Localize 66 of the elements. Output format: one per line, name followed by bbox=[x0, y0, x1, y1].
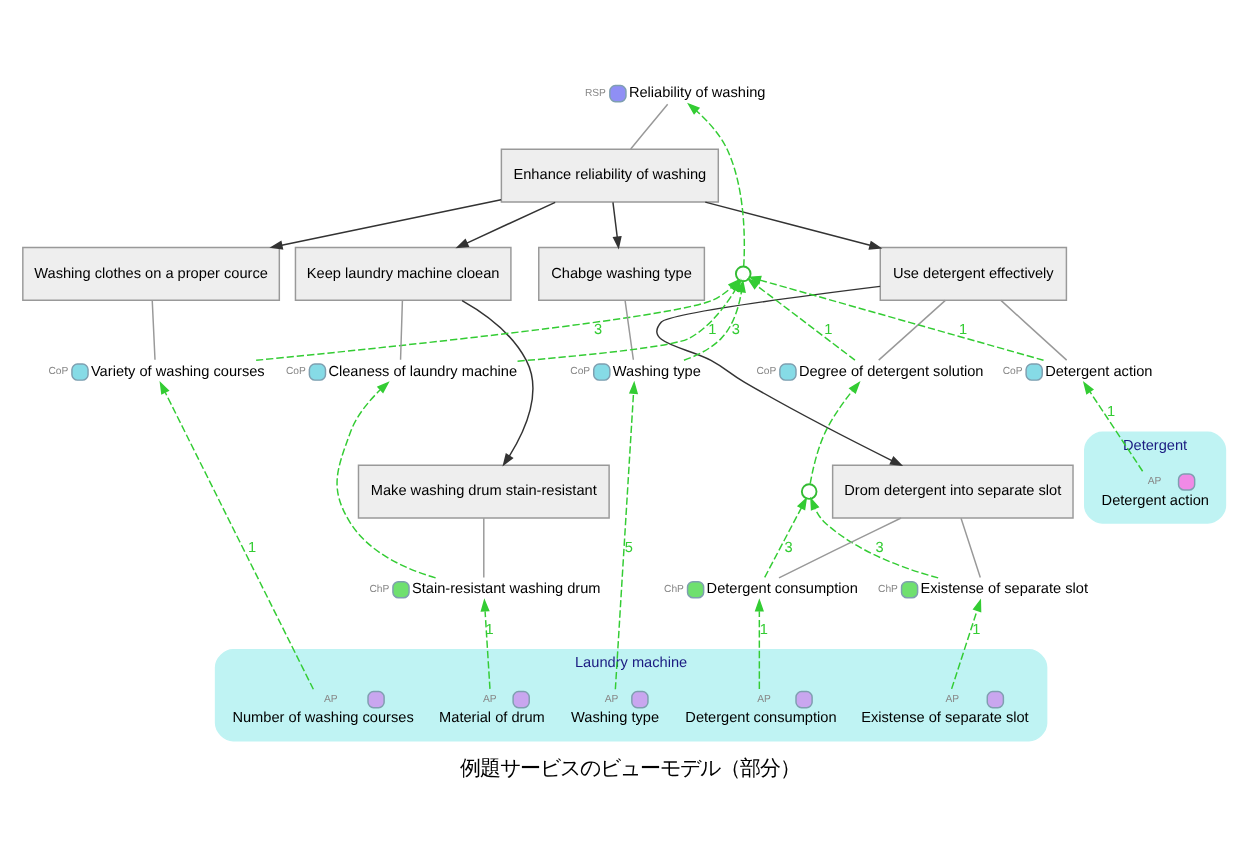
arrow bbox=[754, 597, 764, 689]
edge-label: 3 bbox=[784, 536, 793, 555]
connector bbox=[778, 516, 902, 578]
node-label: Cleaness of laundry machine bbox=[328, 360, 518, 379]
node-label: Stain-resistant washing drum bbox=[411, 578, 601, 597]
node-label: Detergent consumption bbox=[706, 578, 858, 597]
arrow bbox=[1082, 380, 1144, 471]
connector bbox=[399, 298, 404, 360]
connector bbox=[1000, 298, 1068, 360]
node-circle bbox=[800, 482, 818, 499]
node-box: Chabge washing type bbox=[538, 245, 706, 300]
arrow bbox=[614, 379, 639, 689]
arrow bbox=[746, 277, 856, 360]
arrow bbox=[810, 495, 939, 578]
node-label: Number of washing courses bbox=[232, 707, 414, 726]
connector bbox=[630, 102, 669, 149]
edge-label: 1 bbox=[959, 318, 968, 337]
edge-label: 1 bbox=[824, 318, 833, 337]
connector bbox=[877, 298, 947, 360]
arrow bbox=[809, 379, 861, 484]
arrow bbox=[461, 298, 534, 466]
edge-label: 3 bbox=[875, 536, 884, 555]
arrow bbox=[159, 379, 315, 689]
node-label: Reliability of washing bbox=[628, 82, 766, 101]
node-box: Enhance reliability of washing bbox=[500, 147, 720, 202]
arrow bbox=[704, 200, 883, 249]
node-label: Existense of separate slot bbox=[920, 578, 1089, 597]
node-box: Washing clothes on a proper cource bbox=[22, 245, 281, 300]
arrow bbox=[687, 101, 746, 267]
node-label: Variety of washing courses bbox=[90, 360, 265, 379]
node-label: Detergent consumption bbox=[685, 707, 837, 726]
connector bbox=[483, 516, 485, 578]
arrow bbox=[455, 200, 556, 248]
node-label: Existense of separate slot bbox=[861, 707, 1029, 726]
arrow bbox=[612, 200, 622, 249]
node-circle bbox=[734, 264, 752, 282]
arrow bbox=[336, 380, 437, 578]
node-box: Use detergent effectively bbox=[879, 245, 1068, 300]
edge-label: 1 bbox=[759, 618, 768, 637]
edge-label: 3 bbox=[594, 318, 603, 337]
arrow bbox=[763, 495, 808, 578]
node-label: Detergent action bbox=[1101, 489, 1209, 508]
arrow bbox=[747, 274, 1045, 361]
edge-label: 1 bbox=[485, 618, 494, 637]
arrow bbox=[950, 597, 982, 689]
connector bbox=[624, 298, 635, 360]
edge-label: 1 bbox=[708, 318, 717, 337]
node-box: Make washing drum stain-resistant bbox=[357, 463, 610, 518]
node-label: Washing type bbox=[571, 707, 660, 726]
arrow bbox=[269, 198, 502, 249]
edge-label: 1 bbox=[1107, 401, 1116, 420]
node-box: Keep laundry machine cloean bbox=[294, 245, 512, 300]
edge-label: 5 bbox=[624, 536, 633, 555]
node-label: Washing type bbox=[612, 360, 701, 379]
edge-label: 3 bbox=[731, 318, 740, 337]
arrow bbox=[656, 284, 904, 466]
edge-label: 1 bbox=[248, 536, 257, 555]
edge-label: 1 bbox=[972, 618, 981, 637]
node-label: Detergent action bbox=[1045, 360, 1153, 379]
node-box: Drom detergent into separate slot bbox=[831, 463, 1074, 518]
connector bbox=[960, 516, 982, 578]
arrow bbox=[480, 597, 491, 689]
caption: 例題サービスのビューモデル（部分） bbox=[460, 757, 800, 780]
node-label: Material of drum bbox=[439, 707, 545, 726]
connector bbox=[151, 298, 156, 360]
node-label: Degree of detergent solution bbox=[798, 360, 984, 379]
